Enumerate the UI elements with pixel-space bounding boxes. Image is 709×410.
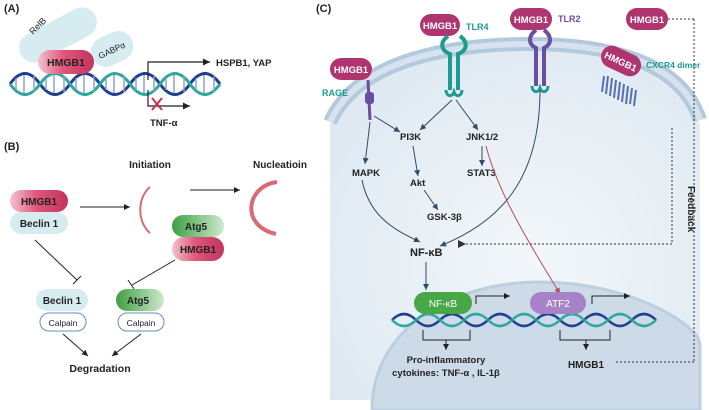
phagophore-initiation	[139, 186, 151, 234]
mapk-label: MAPK	[352, 168, 380, 179]
inhibition-atg5	[127, 259, 176, 290]
block-x-icon	[151, 97, 163, 111]
activation-arrow-a	[147, 58, 210, 80]
hmgb1-bracket	[559, 330, 611, 350]
panel-b-label: (B)	[4, 141, 20, 153]
nfkb-label: NF-κB	[410, 247, 442, 259]
nfkb-box: NF-κB	[414, 292, 472, 314]
cxcr4-label: CXCR4 dimer	[646, 60, 701, 70]
degradation-label: Degradation	[69, 363, 130, 375]
hmgb1-tlr2-label: HMGB1	[514, 15, 549, 26]
feedback-label: Feedback	[685, 186, 696, 233]
gsk-label: GSK-3β	[427, 212, 462, 223]
hmgb1-label-b2: HMGB1	[180, 245, 217, 256]
atf2-box-label: ATF2	[546, 299, 570, 310]
jnk-label: JNK1/2	[466, 132, 498, 143]
feedback-arrowhead	[458, 240, 466, 248]
panel-a: (A) RelB GABPα	[4, 3, 272, 129]
atg5-calpain: Atg5 Calpain	[116, 289, 165, 332]
nfkb-box-label: NF-κB	[429, 299, 458, 310]
atg5-label-b1: Atg5	[185, 222, 208, 233]
hmgb1-protein-a: HMGB1	[38, 50, 94, 74]
arrow-deg-1	[62, 333, 89, 357]
panel-c-label: (C)	[316, 3, 332, 15]
panel-a-label: (A)	[4, 3, 20, 15]
pro-inflammatory-line2: cytokines: TNF-α , IL-1β	[392, 368, 500, 379]
beclin-label-b1: Beclin 1	[20, 219, 59, 230]
hmgb1-rage-label: HMGB1	[334, 65, 369, 76]
atg5-hmgb1-complex: Atg5 HMGB1	[172, 215, 224, 261]
nucleation-label: Nucleatioin	[253, 160, 307, 171]
atf2-transcription-arrow	[591, 293, 630, 304]
stat3-label: STAT3	[467, 168, 496, 179]
repression-arrow-a	[147, 90, 190, 110]
atg5-label-b2: Atg5	[127, 296, 150, 307]
tlr2-receptor: HMGB1 TLR2	[510, 8, 581, 94]
calpain-label-2: Calpain	[127, 318, 156, 328]
tlr4-receptor: HMGB1 TLR4	[420, 14, 489, 98]
feedback-loop	[462, 18, 695, 363]
arrow-deg-2	[111, 333, 142, 357]
hmgb1-beclin-complex: HMGB1 Beclin 1	[10, 190, 68, 234]
tlr2-label: TLR2	[558, 14, 581, 24]
signaling-arrows	[361, 89, 541, 290]
atf2-box: ATF2	[530, 292, 586, 314]
inhibition-beclin	[34, 239, 82, 285]
free-hmgb1: HMGB1	[626, 8, 668, 30]
pi3k-label: PI3K	[400, 132, 421, 143]
panel-c: (C) HMGB1 RAGE HMGB1 TLR4	[316, 3, 707, 410]
hmgb1-label-b1: HMGB1	[21, 197, 58, 208]
hmgb1-tlr4-label: HMGB1	[423, 21, 458, 32]
beclin-label-b2: Beclin 1	[43, 296, 82, 307]
rage-label: RAGE	[322, 88, 348, 98]
tlr4-label: TLR4	[466, 22, 489, 32]
calpain-label-1: Calpain	[49, 318, 78, 328]
initiation-label: Initiation	[129, 160, 171, 171]
nfkb-transcription-arrow	[475, 293, 510, 304]
dna-helix-a	[8, 72, 222, 96]
pro-inflammatory-bracket	[422, 330, 471, 350]
target-genes-label: HSPB1, YAP	[216, 58, 272, 69]
gabpa-protein: GABPα	[90, 31, 134, 67]
hmgb1-out-label: HMGB1	[568, 360, 605, 371]
tnf-label-a: TNF-α	[150, 118, 178, 129]
pro-inflammatory-line1: Pro-inflammatory	[407, 355, 486, 366]
akt-label: Akt	[410, 178, 426, 189]
rage-receptor: HMGB1 RAGE	[322, 58, 374, 121]
dna-helix-c	[391, 312, 657, 328]
beclin-calpain: Beclin 1 Calpain	[36, 289, 88, 332]
jnk-to-atf2-arrow	[485, 145, 561, 295]
hmgb1-free-label: HMGB1	[630, 15, 665, 26]
panel-b: (B) HMGB1 Beclin 1 Initiation Nucleatioi…	[4, 141, 307, 375]
hmgb1-label-a: HMGB1	[47, 57, 85, 69]
phagophore-nucleation	[249, 180, 278, 236]
